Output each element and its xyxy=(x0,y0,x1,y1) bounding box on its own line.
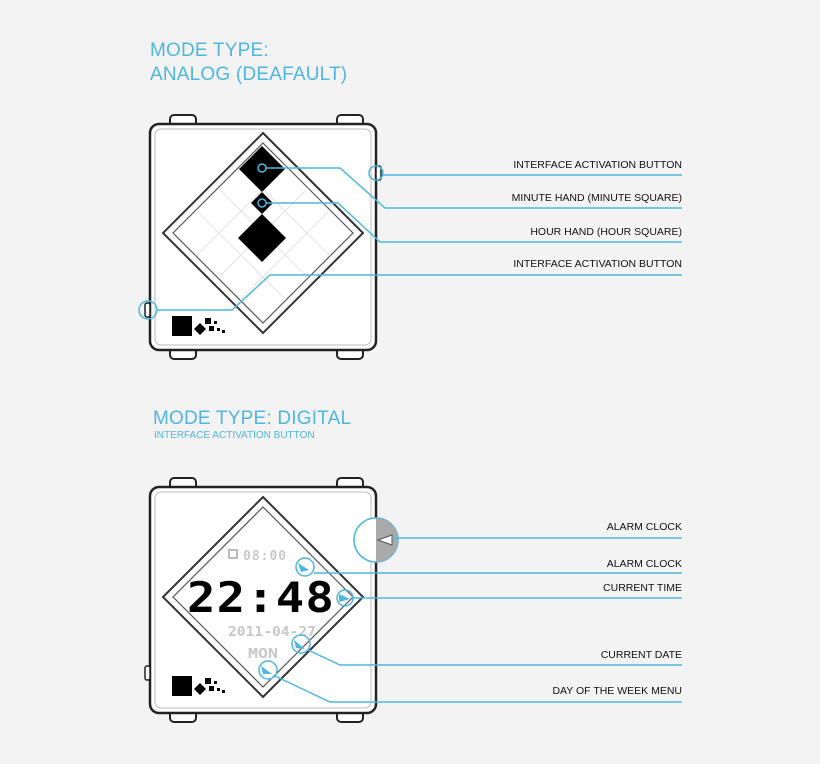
analog-callout-interface-activation-button-1: INTERFACE ACTIVATION BUTTON xyxy=(513,159,682,171)
analog-side-button-left[interactable] xyxy=(144,302,151,318)
minute-hand-square xyxy=(239,146,285,192)
small-indicator-square xyxy=(251,192,273,214)
callout-arrowheads xyxy=(261,563,350,674)
alarm-time-display: 08:00 xyxy=(243,549,287,564)
analog-brand-logo xyxy=(172,316,225,336)
digital-brand-logo xyxy=(172,676,225,696)
analog-callout-minute-hand: MINUTE HAND (MINUTE SQUARE) xyxy=(511,192,682,204)
current-time-display: 22:48 xyxy=(187,573,335,622)
digital-callout-lines xyxy=(258,537,682,703)
digital-callout-current-time: CURRENT TIME xyxy=(603,582,682,594)
digital-mode-title: MODE TYPE: DIGITAL xyxy=(153,408,352,429)
digital-callout-alarm-clock-2: ALARM CLOCK xyxy=(606,558,682,570)
day-of-week-display: MON xyxy=(248,647,278,662)
analog-watch xyxy=(144,114,382,360)
analog-callout-lines xyxy=(138,163,682,320)
digital-mode-subtitle: INTERFACE ACTIVATION BUTTON xyxy=(154,430,315,441)
digital-callout-current-date: CURRENT DATE xyxy=(600,649,682,661)
analog-callout-hour-hand: HOUR HAND (HOUR SQUARE) xyxy=(530,226,682,238)
digital-callout-alarm-clock-1: ALARM CLOCK xyxy=(606,521,682,533)
digital-watch: 08:00 22:48 2011-04-27 MON xyxy=(144,477,399,723)
digital-diamond-face xyxy=(161,495,365,699)
hour-hand-square xyxy=(238,214,286,262)
current-date-display: 2011-04-27 xyxy=(228,625,316,640)
digital-side-button-left[interactable] xyxy=(144,665,151,681)
digital-callout-day-of-week-menu: DAY OF THE WEEK MENU xyxy=(552,685,682,697)
analog-callout-interface-activation-button-2: INTERFACE ACTIVATION BUTTON xyxy=(513,258,682,270)
analog-mode-title-line1: MODE TYPE: xyxy=(150,40,269,61)
alarm-icon xyxy=(228,549,238,559)
analog-mode-title-line2: ANALOG (DEAFAULT) xyxy=(150,64,348,85)
